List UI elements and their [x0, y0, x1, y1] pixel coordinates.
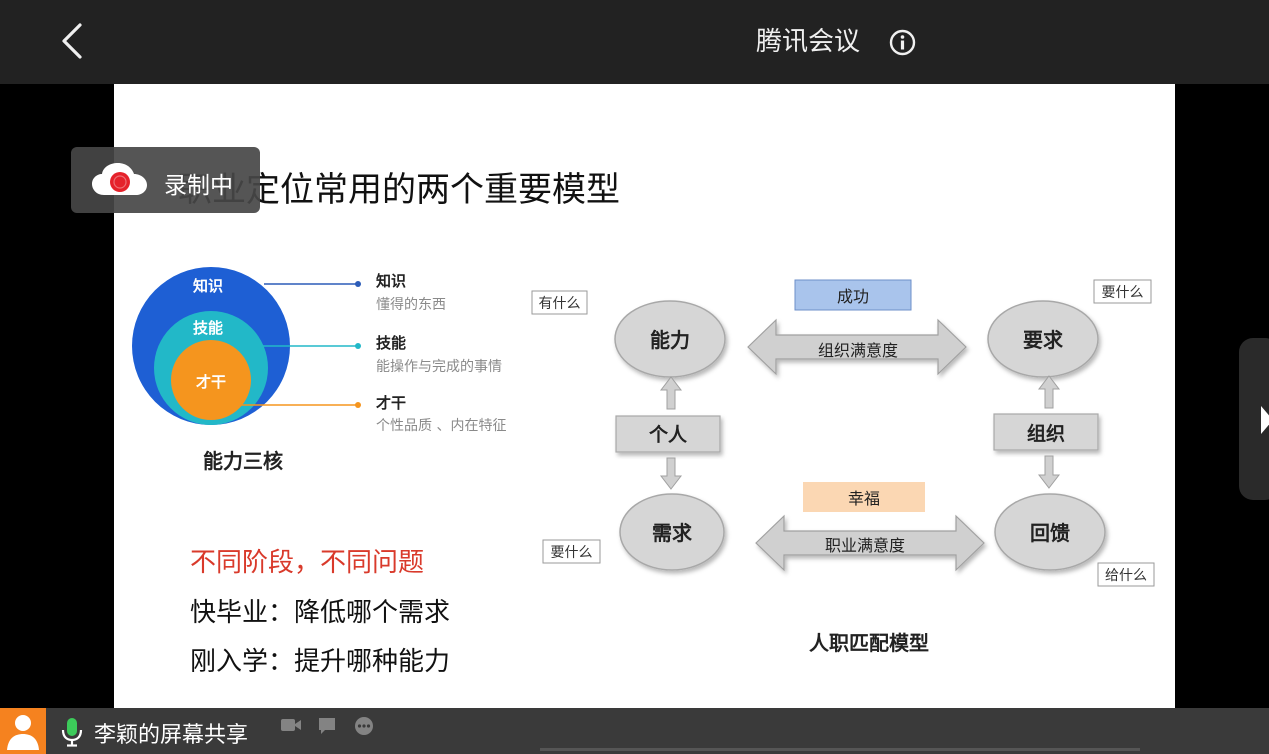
success-box [794, 279, 912, 311]
info-button[interactable] [889, 29, 916, 56]
tag-have-box [531, 290, 588, 315]
tag-give-box [1097, 562, 1155, 587]
individual-box [615, 415, 721, 453]
slide-diagrams: 知识 技能 才干 知识 懂得的东西 技能 能操作与完成的事情 才干 个性品质 、… [132, 267, 1155, 655]
individual-to-need-arrow [659, 457, 683, 490]
legend-skill-desc: 能操作与完成的事情 [376, 359, 502, 375]
user-avatar-icon [7, 715, 39, 750]
screen-share-label: 李颖的屏幕共享 [94, 723, 249, 748]
skill-circle-label: 技能 [193, 319, 223, 337]
legend-talent-desc: 个性品质 、内在特征 [376, 418, 506, 434]
need-node [619, 493, 725, 571]
legend-skill-name: 技能 [376, 334, 406, 352]
ability-node [614, 300, 726, 378]
core-model: 知识 技能 才干 知识 懂得的东西 技能 能操作与完成的事情 才干 个性品质 、… [132, 267, 506, 473]
happiness-label: 幸福 [848, 489, 880, 508]
top-bar: 腾讯会议 [0, 0, 1269, 84]
individual-label: 个人 [648, 424, 688, 446]
tag-want-top: 要什么 [1102, 285, 1144, 301]
happiness-box [803, 482, 925, 512]
talent-circle [171, 340, 251, 420]
side-panel-toggle[interactable] [1239, 338, 1269, 500]
tag-want-top-box [1093, 279, 1152, 304]
graduating-text: 快毕业：降低哪个需求 [190, 598, 451, 628]
knowledge-circle-label: 知识 [193, 277, 223, 295]
career-satisfaction-label: 职业满意度 [825, 536, 905, 555]
requirement-node [987, 300, 1099, 378]
more-icon[interactable] [354, 716, 374, 736]
skill-leader-dot [355, 343, 361, 349]
record-cloud-icon [92, 163, 147, 195]
microphone-icon[interactable] [60, 717, 84, 747]
organization-box [993, 413, 1099, 451]
match-model: 有什么 要什么 要什么 给什么 成功 幸福 能力 要求 需求 回馈 [531, 279, 1155, 655]
tag-give: 给什么 [1105, 568, 1147, 584]
stage-question-text: 不同阶段，不同问题 [190, 548, 425, 578]
core-model-caption: 能力三核 [203, 449, 283, 473]
tag-want-bottom: 要什么 [551, 545, 593, 561]
tag-want-bottom-box [542, 539, 601, 564]
reward-label: 回馈 [1030, 521, 1070, 545]
success-label: 成功 [837, 287, 869, 306]
user-avatar[interactable] [0, 708, 46, 754]
individual-to-ability-arrow [659, 376, 683, 410]
tag-have: 有什么 [539, 296, 581, 312]
chat-icon[interactable] [317, 716, 337, 736]
org-satisfaction-label: 组织满意度 [818, 341, 898, 360]
info-icon [889, 29, 916, 56]
organization-to-requirement-arrow [1037, 375, 1061, 409]
talent-circle-label: 才干 [196, 373, 226, 391]
organization-label: 组织 [1027, 422, 1065, 445]
legend-knowledge-desc: 懂得的东西 [376, 296, 446, 313]
camera-icon[interactable] [280, 716, 302, 734]
recording-badge[interactable]: 录制中 [71, 147, 260, 213]
recording-label: 录制中 [164, 173, 233, 199]
share-progress-track [540, 748, 1140, 751]
organization-to-reward-arrow [1037, 455, 1061, 489]
back-button[interactable] [50, 18, 96, 64]
reward-node [994, 493, 1106, 571]
org-satisfaction-arrow [747, 318, 967, 376]
play-arrow-icon [1261, 406, 1269, 434]
enrolling-text: 刚入学：提升哪种能力 [190, 647, 451, 677]
ability-label: 能力 [650, 328, 690, 352]
talent-leader-dot [355, 402, 361, 408]
knowledge-leader-dot [355, 281, 361, 287]
legend-talent-name: 才干 [376, 394, 406, 412]
legend-knowledge-name: 知识 [376, 272, 406, 290]
bottom-bar: 李颖的屏幕共享 [0, 708, 1269, 754]
need-label: 需求 [652, 521, 693, 545]
app-title: 腾讯会议 [756, 27, 861, 57]
career-satisfaction-arrow [755, 514, 985, 572]
shared-slide: 职业定位常用的两个重要模型 知识 技能 才干 [114, 84, 1175, 708]
match-model-caption: 人职匹配模型 [809, 631, 929, 655]
chevron-left-icon [62, 23, 82, 59]
requirement-label: 要求 [1023, 328, 1064, 352]
